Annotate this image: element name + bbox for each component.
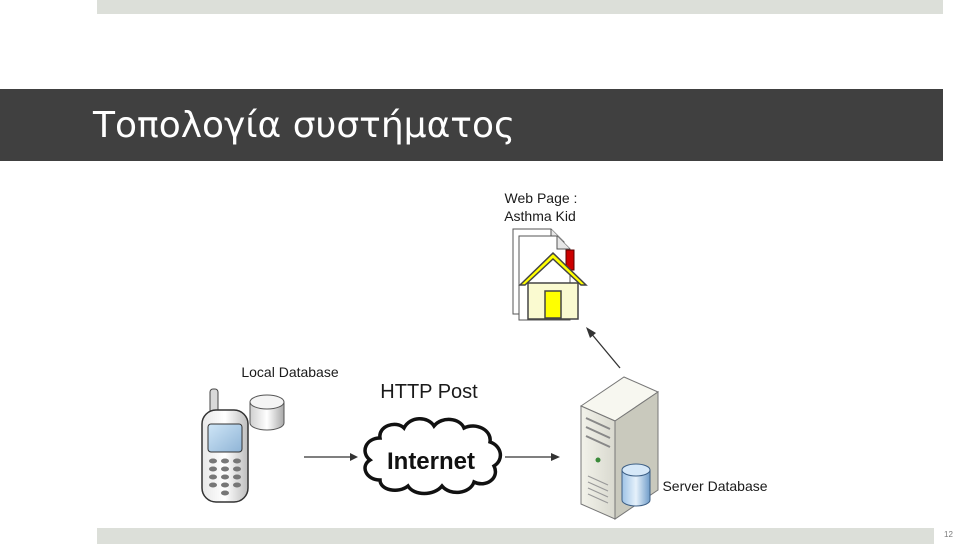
web-page-label-line1: Web Page : [505,190,578,206]
top-decor-band [97,0,943,14]
mobile-phone-icon [201,388,249,503]
local-database-icon [249,394,285,431]
web-page-label-line2: Asthma Kid [504,208,576,224]
internet-cloud-icon [363,417,503,496]
arrow-internet-to-server [505,453,560,461]
http-post-label: HTTP Post [380,381,478,403]
page-number: 12 [944,530,953,539]
bottom-decor-band [97,528,934,544]
arrow-server-to-webpage [586,327,621,369]
house-icon [518,249,588,320]
title-bar [0,89,943,161]
server-database-icon [621,463,651,507]
slide-title: Τοπολογία συστήματος [93,105,516,146]
local-database-label: Local Database [241,364,339,380]
arrow-phone-to-internet [304,453,358,461]
server-database-label: Server Database [662,478,767,494]
internet-label: Internet [387,448,475,475]
